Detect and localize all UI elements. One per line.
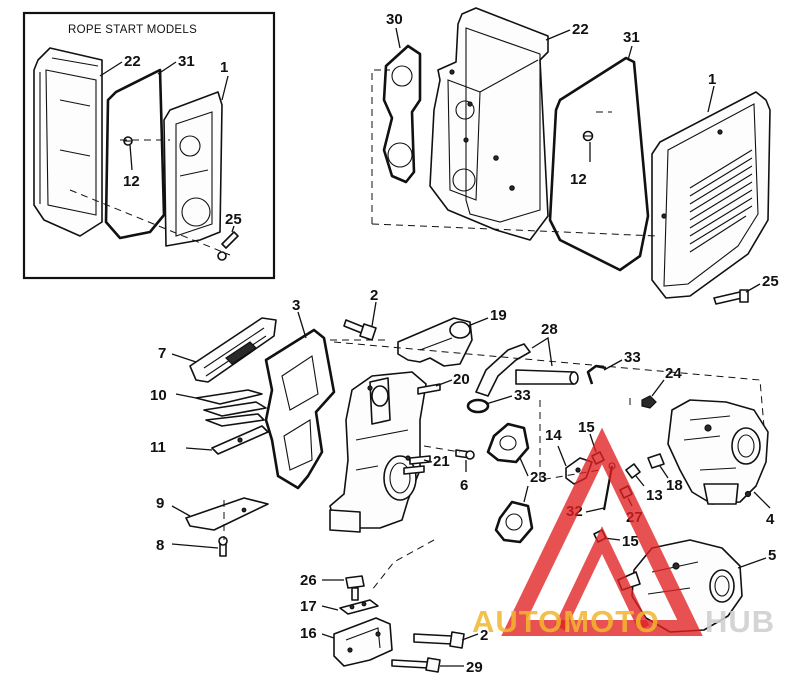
part-6-screw [455,449,475,460]
automotohub-watermark: AUTOMOTO HUB [472,427,775,639]
part-3-gasket [264,328,336,490]
callout-14: 14 [545,427,562,444]
part-4-carburetor [667,399,769,505]
callout-31-inset: 31 [178,53,195,70]
callout-29: 29 [466,659,483,676]
part-10-reed-petals [195,389,267,427]
callout-24: 24 [665,365,682,382]
callout-26: 26 [300,572,317,589]
part-22-housing [429,7,549,241]
part-33-clip-upper [586,364,607,385]
callout-5: 5 [768,547,776,564]
callout-1-inset: 1 [220,59,228,76]
part-18-clip [647,453,665,469]
callout-15-lower: 15 [622,533,639,550]
part-21-bolt [403,455,431,475]
callout-16: 16 [300,625,317,642]
inset-part-22-housing [33,47,103,237]
callout-25-inset: 25 [225,211,242,228]
part-17-plate [339,599,379,615]
callout-12: 12 [570,171,587,188]
part-2-bolt-lower [413,631,465,649]
part-23-gaskets [486,422,534,544]
part-28-hose [475,343,579,397]
part-25-screw [713,289,749,305]
callout-6: 6 [460,477,468,494]
callout-19: 19 [490,307,507,324]
callout-11: 11 [150,439,166,456]
part-26-bolt [345,575,365,601]
inset-part-12-screw [123,136,133,146]
part-12-screw [582,130,594,142]
callout-10: 10 [150,387,167,404]
callout-7: 7 [158,345,166,362]
part-16-bracket [333,617,393,667]
part-1-cover [651,91,771,299]
part-13-spring [625,463,641,479]
callout-1: 1 [708,71,716,88]
part-7-reed-stop [189,317,277,383]
callout-3: 3 [292,297,300,314]
callout-8: 8 [156,537,164,554]
callout-21: 21 [433,453,450,470]
callout-33-lower: 33 [514,387,531,404]
callout-12-inset: 12 [123,173,140,190]
callout-20: 20 [453,371,470,388]
callout-2-upper: 2 [370,287,378,304]
assembly-line [371,69,390,224]
callout-17: 17 [300,598,317,615]
callout-25: 25 [762,273,779,290]
part-29-bolt [391,657,441,673]
callout-9: 9 [156,495,164,512]
part-2-bolt-upper [343,319,377,341]
part-33-clip-lower [466,398,490,414]
assembly-line [423,445,461,453]
callout-4: 4 [766,511,775,528]
part-9-reed-base [185,497,269,531]
rope-start-inset: ROPE START MODELS [22,11,276,280]
callout-33-upper: 33 [624,349,641,366]
callout-13: 13 [646,487,663,504]
callout-28: 28 [541,321,558,338]
watermark-text-automoto: AUTOMOTO [472,604,660,639]
inset-border [22,11,276,280]
part-11-reed-plate [211,425,269,455]
callout-15-upper: 15 [578,419,595,436]
part-31-gasket [548,56,650,272]
callout-23: 23 [530,469,547,486]
part-20-bolt [417,383,441,395]
callout-22: 22 [572,21,589,38]
assembly-line [371,539,435,591]
watermark-triangle-inner [554,526,650,631]
inset-part-31-gasket [104,68,166,240]
intake-manifold [329,371,427,533]
watermark-text-hub: HUB [705,604,775,639]
watermark-triangle-outer [501,427,703,636]
callout-31: 31 [623,29,640,46]
callout-2-lower: 2 [480,627,488,644]
part-8-screw [218,536,228,557]
inset-part-25-screw [217,231,239,261]
callout-30: 30 [386,11,403,28]
inset-assembly-line [69,189,231,256]
part-19-linkage-bracket [397,317,473,367]
part-30-gasket [382,44,422,184]
inset-title: ROPE START MODELS [68,24,197,36]
callout-22-inset: 22 [124,53,141,70]
inset-part-1-cover [163,91,223,247]
part-24-nut [641,395,657,409]
callout-18: 18 [666,477,683,494]
